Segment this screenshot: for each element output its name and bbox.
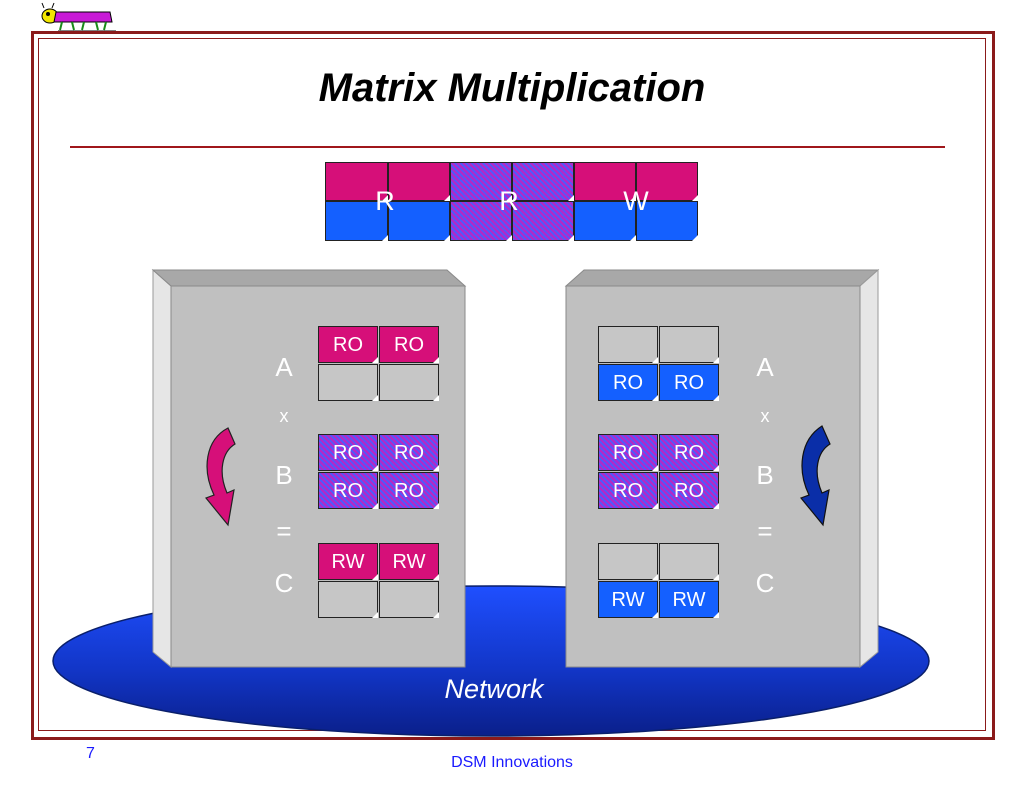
network-label: Network <box>444 674 544 704</box>
top-row-label-r1: R <box>375 186 395 216</box>
left-c-cell: RW <box>318 543 378 580</box>
top-row-label-w: W <box>623 186 649 216</box>
top-cell <box>512 201 574 241</box>
left-a-cell: RO <box>318 326 378 363</box>
top-cell <box>636 201 698 241</box>
left-c-cell <box>318 581 378 618</box>
top-row-label-r2: R <box>499 186 519 216</box>
right-c-cell <box>659 543 719 580</box>
title-divider <box>70 146 945 148</box>
right-label-b: B <box>756 460 774 490</box>
top-cell <box>512 162 574 201</box>
top-cell <box>325 162 388 201</box>
top-cell <box>388 162 450 201</box>
top-cell <box>574 201 636 241</box>
left-a-cell <box>379 364 439 401</box>
top-cell <box>574 162 636 201</box>
top-cell <box>388 201 450 241</box>
slide-frame-outer <box>31 31 995 740</box>
right-a-cell <box>659 326 719 363</box>
left-b-cell: RO <box>379 472 439 509</box>
right-b-cell: RO <box>659 434 719 471</box>
slide-title: Matrix Multiplication <box>318 66 706 110</box>
right-b-cell: RO <box>659 472 719 509</box>
top-cell <box>325 201 388 241</box>
right-c-cell <box>598 543 658 580</box>
right-label-times: x <box>760 406 770 426</box>
top-cell <box>636 162 698 201</box>
left-label-equals: = <box>276 516 292 546</box>
left-c-cell <box>379 581 439 618</box>
right-c-cell: RW <box>598 581 658 618</box>
top-cell <box>450 201 512 241</box>
left-a-cell <box>318 364 378 401</box>
right-rotate-arrow-icon <box>800 425 831 527</box>
left-a-cell: RO <box>379 326 439 363</box>
left-c-cell: RW <box>379 543 439 580</box>
right-a-cell: RO <box>598 364 658 401</box>
right-b-cell: RO <box>598 472 658 509</box>
page-number: 7 <box>86 745 95 762</box>
top-cell <box>450 162 512 201</box>
left-label-a: A <box>275 352 293 382</box>
left-label-b: B <box>275 460 293 490</box>
left-b-cell: RO <box>318 434 378 471</box>
left-label-times: x <box>279 406 289 426</box>
left-label-c: C <box>274 568 294 598</box>
left-b-cell: RO <box>318 472 378 509</box>
right-label-equals: = <box>757 516 773 546</box>
right-label-a: A <box>756 352 774 382</box>
footer-text: DSM Innovations <box>451 754 573 771</box>
right-a-cell <box>598 326 658 363</box>
right-b-cell: RO <box>598 434 658 471</box>
left-b-cell: RO <box>379 434 439 471</box>
right-label-c: C <box>755 568 775 598</box>
right-a-cell: RO <box>659 364 719 401</box>
left-rotate-arrow-icon <box>205 427 236 527</box>
right-c-cell: RW <box>659 581 719 618</box>
